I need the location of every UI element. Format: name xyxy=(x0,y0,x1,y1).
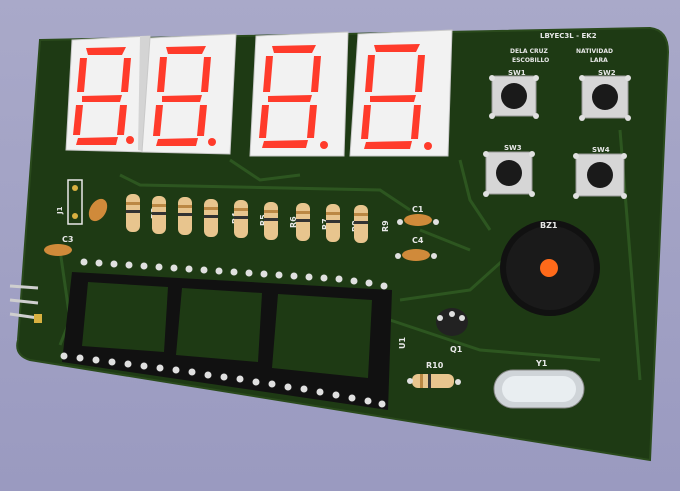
resistor-r6: R6 xyxy=(264,202,298,240)
name-4: LARA xyxy=(590,57,608,64)
name-1: DELA CRUZ xyxy=(510,48,549,55)
resistors: R2 R1 R3 R4 R5 R6 R7 R8 R9 xyxy=(126,194,390,243)
side-pin-header xyxy=(9,284,42,323)
ref-y1: Y1 xyxy=(535,359,548,368)
ref-u1: U1 xyxy=(398,337,407,349)
name-3: NATIVIDAD xyxy=(576,48,613,55)
socket-pins xyxy=(60,258,388,408)
ref-c3: C3 xyxy=(62,235,73,244)
resistor-r7: R7 xyxy=(296,203,330,241)
silkscreen-title: LBYEC3L - EK2 DELA CRUZ ESCOBILLO NATIVI… xyxy=(510,32,613,64)
ref-sw3: SW3 xyxy=(504,144,522,152)
resistor-r5: R5 xyxy=(234,200,268,238)
crystal-y1: Y1 xyxy=(493,359,585,409)
ref-c1: C1 xyxy=(412,205,424,214)
ref-c4: C4 xyxy=(412,236,424,245)
display-3 xyxy=(249,31,349,157)
svg-text:R5: R5 xyxy=(259,214,268,226)
svg-text:R9: R9 xyxy=(381,220,390,232)
ref-bz1: BZ1 xyxy=(540,221,558,230)
svg-text:R7: R7 xyxy=(321,218,330,230)
switch-sw1: SW1 xyxy=(489,69,539,119)
resistor-r9: R9 xyxy=(354,205,390,243)
ref-j1: J1 xyxy=(56,206,64,215)
segments xyxy=(73,44,432,150)
switch-sw4: SW4 xyxy=(573,146,627,199)
ref-sw4: SW4 xyxy=(592,146,610,154)
seven-segment-displays xyxy=(65,29,453,157)
board-title: LBYEC3L - EK2 xyxy=(540,32,597,40)
capacitors: C3 C1 C4 xyxy=(44,198,439,261)
ref-q1: Q1 xyxy=(450,345,463,354)
transistor-q1: Q1 xyxy=(436,308,468,354)
ref-sw2: SW2 xyxy=(598,69,616,77)
name-2: ESCOBILLO xyxy=(512,57,549,64)
ref-sw1: SW1 xyxy=(508,69,526,77)
svg-text:R6: R6 xyxy=(289,216,298,228)
tactile-switches: SW1 SW2 SW3 SW4 xyxy=(483,69,631,199)
switch-sw3: SW3 xyxy=(483,144,535,197)
display-4 xyxy=(349,29,453,157)
buzzer-bz1: BZ1 xyxy=(500,220,600,316)
switch-sw2: SW2 xyxy=(579,69,631,121)
resistor-r10: R10 xyxy=(407,361,461,388)
header-j1: J1 xyxy=(56,179,83,225)
ic-socket-u1: U1 xyxy=(60,258,407,410)
ref-r10: R10 xyxy=(426,361,444,370)
